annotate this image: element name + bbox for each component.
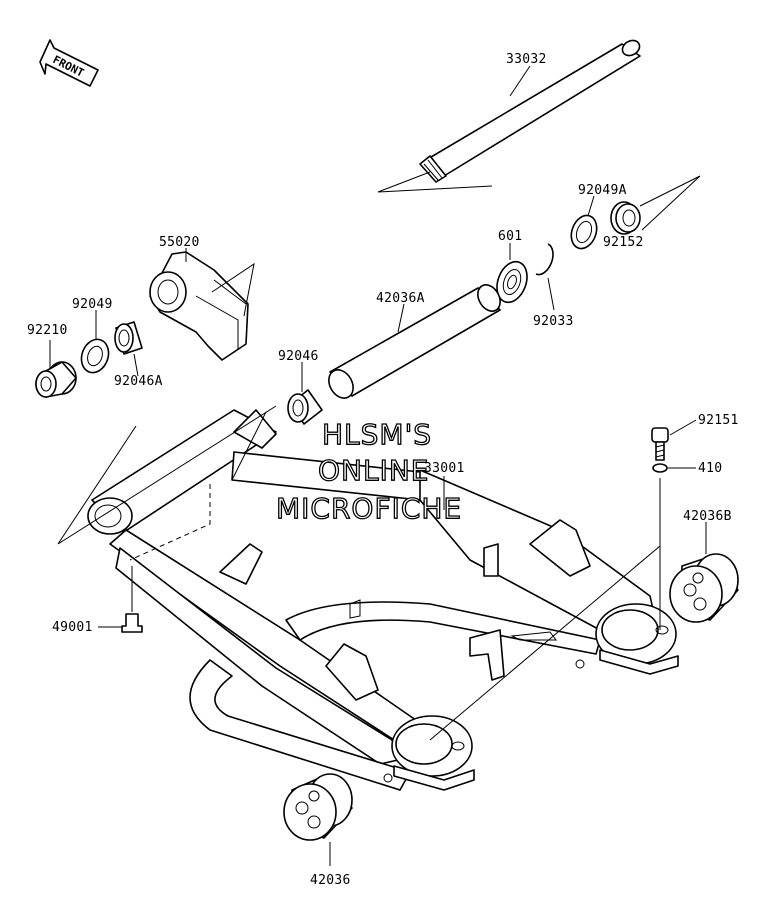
sleeve-42036A xyxy=(328,284,501,399)
swingarm-33001 xyxy=(87,409,679,791)
label-33001: 33001 xyxy=(424,461,465,476)
bolt-92151 xyxy=(651,419,697,461)
seal-92049 xyxy=(80,310,110,374)
label-92210: 92210 xyxy=(27,323,68,338)
label-42036: 42036 xyxy=(310,873,351,888)
label-601: 601 xyxy=(498,229,522,244)
label-92151: 92151 xyxy=(698,413,739,428)
watermark-line1: HLSM'S xyxy=(322,418,432,451)
watermark-line2: ONLINE xyxy=(318,454,429,487)
washer-410 xyxy=(652,463,696,473)
chain-guide-55020 xyxy=(149,248,255,361)
label-92033: 92033 xyxy=(533,314,574,329)
grease-nipple-49001 xyxy=(98,566,143,633)
label-55020: 55020 xyxy=(159,235,200,250)
bearing-92046 xyxy=(287,362,323,425)
front-arrow-icon: FRONT xyxy=(39,39,99,87)
label-92046A: 92046A xyxy=(114,374,163,389)
watermark-line3: MICROFICHE xyxy=(276,492,462,525)
label-92152: 92152 xyxy=(603,235,644,250)
label-92049A: 92049A xyxy=(578,183,627,198)
bearing-601 xyxy=(496,243,528,304)
label-410: 410 xyxy=(698,461,722,476)
collar-92152 xyxy=(610,175,701,235)
seal-92049A xyxy=(570,195,598,250)
eccentric-adjuster-42036 xyxy=(283,773,353,866)
label-92046: 92046 xyxy=(278,349,319,364)
pivot-shaft xyxy=(377,39,641,193)
eccentric-adjuster-42036B xyxy=(669,522,739,623)
collar-92210 xyxy=(35,340,77,398)
label-42036A: 42036A xyxy=(376,291,425,306)
bearing-92046A xyxy=(114,321,143,377)
circlip-92033 xyxy=(535,243,555,311)
label-42036B: 42036B xyxy=(683,509,732,524)
label-33032: 33032 xyxy=(506,52,547,67)
label-49001: 49001 xyxy=(52,620,93,635)
label-92049: 92049 xyxy=(72,297,113,312)
